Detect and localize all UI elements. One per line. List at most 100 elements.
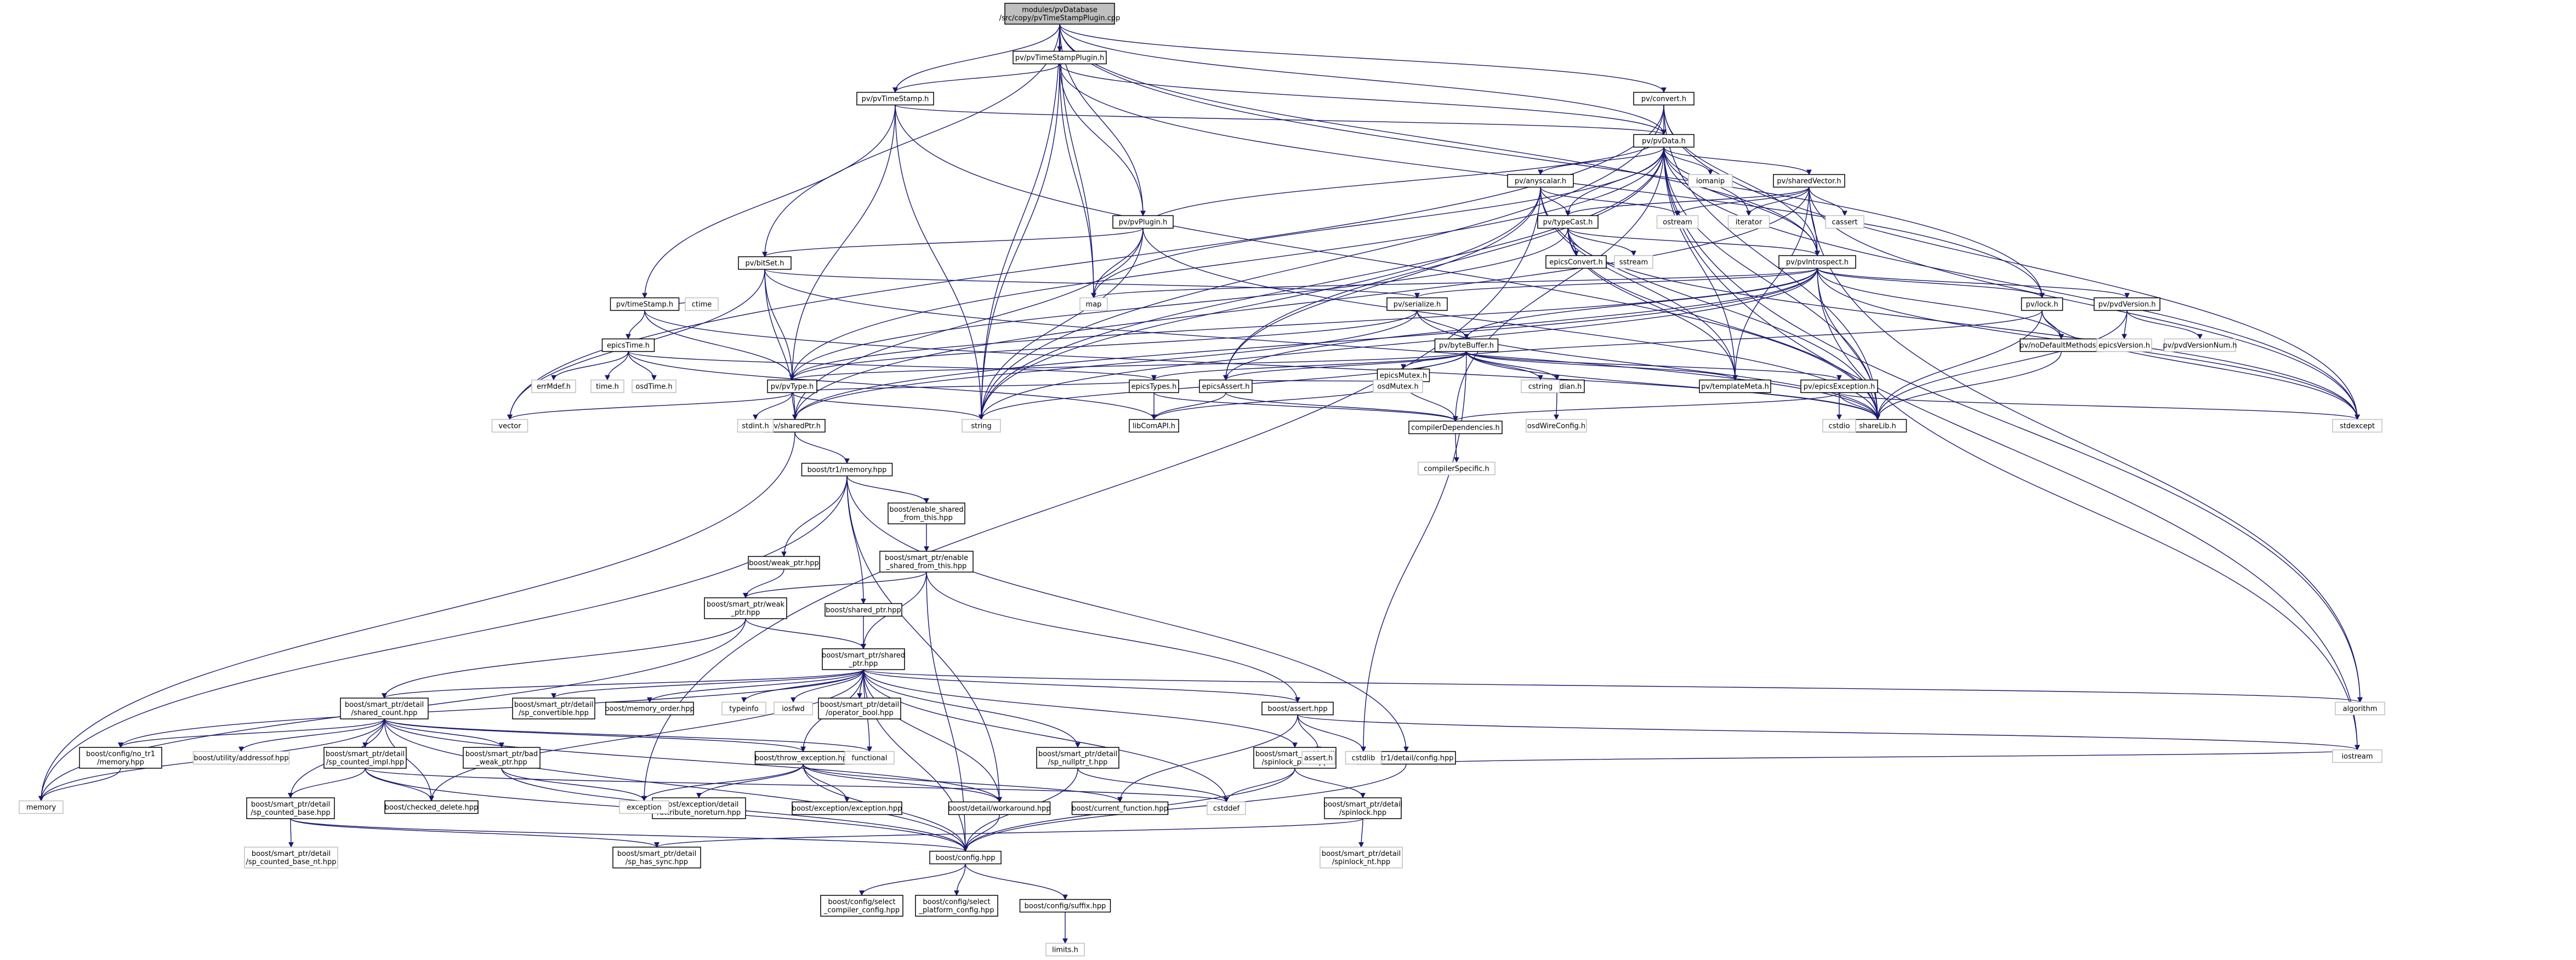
node-assert-hpp[interactable]: boost/assert.hpp bbox=[1261, 701, 1334, 716]
node-sys-typeinfo[interactable]: typeinfo bbox=[721, 701, 766, 716]
node-config-no-tr1-hpp[interactable]: boost/config/no_tr1/memory.hpp bbox=[79, 747, 162, 769]
node-sys-algorithm[interactable]: algorithm bbox=[2335, 701, 2385, 716]
node-shared-count-hpp[interactable]: boost/smart_ptr/detail/shared_count.hpp bbox=[340, 698, 429, 719]
node-tr1-memory-hpp[interactable]: boost/tr1/memory.hpp bbox=[801, 462, 893, 477]
node-sp-counted-base-hpp[interactable]: boost/smart_ptr/detail/sp_counted_base.h… bbox=[246, 797, 335, 819]
node-pvIntrospect-h[interactable]: pv/pvIntrospect.h bbox=[1778, 255, 1856, 269]
node-epicsTime-h[interactable]: epicsTime.h bbox=[601, 338, 655, 352]
node-sys-memory[interactable]: memory bbox=[19, 800, 64, 814]
node-pvanyscalar-h[interactable]: pv/anyscalar.h bbox=[1507, 174, 1574, 188]
node-label: modules/pvDatabase bbox=[1022, 6, 1097, 14]
edge-shared_count_hpp-to-config_hpp bbox=[384, 718, 968, 852]
node-sys-functional[interactable]: functional bbox=[844, 751, 895, 765]
node-epicsConvert-h[interactable]: epicsConvert.h bbox=[1545, 255, 1607, 269]
node-sys-utility-addressof[interactable]: boost/utility/addressof.hpp bbox=[192, 751, 290, 765]
node-compilerSpecific-h[interactable]: compilerSpecific.h bbox=[1418, 461, 1495, 476]
edge-pvanyscalar_h-to-sys_exception bbox=[641, 187, 1541, 802]
node-operator-bool-hpp[interactable]: boost/smart_ptr/detail/operator_bool.hpp bbox=[818, 698, 901, 719]
node-pvType-h[interactable]: pv/pvType.h bbox=[767, 379, 817, 393]
node-label: /operator_bool.hpp bbox=[826, 709, 893, 717]
node-sys-iomanip[interactable]: iomanip bbox=[1688, 174, 1733, 188]
node-sp-shared-ptr-hpp[interactable]: boost/smart_ptr/shared_ptr.hpp bbox=[822, 648, 905, 670]
node-templateMeta-h[interactable]: pv/templateMeta.h bbox=[1699, 379, 1771, 393]
node-memory-order-hpp[interactable]: boost/memory_order.hpp bbox=[605, 701, 695, 716]
node-sharedLib-h[interactable]: shareLib.h bbox=[1848, 419, 1907, 433]
node-bad-weak-ptr-hpp[interactable]: boost/smart_ptr/bad_weak_ptr.hpp bbox=[463, 747, 541, 769]
node-weak-ptr-hpp[interactable]: boost/weak_ptr.hpp bbox=[748, 556, 820, 570]
node-epicsTypes-h[interactable]: epicsTypes.h bbox=[1129, 379, 1179, 393]
node-sharedPtr-h[interactable]: pv/sharedPtr.h bbox=[764, 419, 826, 433]
node-sys-iterator[interactable]: iterator bbox=[1727, 215, 1770, 229]
node-checked-delete-hpp[interactable]: boost/checked_delete.hpp bbox=[384, 800, 479, 814]
node-stdint-h[interactable]: stdint.h bbox=[737, 419, 774, 433]
node-byteBuffer-h[interactable]: pv/byteBuffer.h bbox=[1434, 338, 1499, 352]
node-serialize-h[interactable]: pv/serialize.h bbox=[1386, 297, 1448, 311]
node-enable-shared-from-this-hpp[interactable]: boost/enable_shared_from_this.hpp bbox=[888, 502, 965, 524]
node-sp-enable-shared-hpp[interactable]: boost/smart_ptr/enable_shared_from_this.… bbox=[879, 551, 974, 573]
node-compilerDependencies-h[interactable]: compilerDependencies.h bbox=[1408, 420, 1503, 435]
node-select-compiler-config-hpp[interactable]: boost/config/select_compiler_config.hpp bbox=[820, 895, 903, 917]
node-config-hpp[interactable]: boost/config.hpp bbox=[929, 850, 1002, 865]
node-epicsMutex-h[interactable]: epicsMutex.h bbox=[1377, 368, 1430, 382]
node-sp-convertible-hpp[interactable]: boost/smart_ptr/detail/sp_convertible.hp… bbox=[512, 698, 595, 719]
node-workaround-hpp[interactable]: boost/detail/workaround.hpp bbox=[948, 801, 1051, 815]
node-sp-has-sync-hpp[interactable]: boost/smart_ptr/detail/sp_has_sync.hpp bbox=[612, 847, 701, 868]
node-noDefaultMethods-h[interactable]: pv/noDefaultMethods.h bbox=[2020, 338, 2103, 352]
node-sys-string[interactable]: string bbox=[962, 419, 1001, 433]
node-libComAPI-h[interactable]: libComAPI.h bbox=[1129, 419, 1179, 433]
node-sys-limits-h[interactable]: limits.h bbox=[1045, 942, 1085, 957]
node-throw-exception-hpp[interactable]: boost/throw_exception.hpp bbox=[754, 751, 852, 765]
node-sp-counted-base-nt-hpp[interactable]: boost/smart_ptr/detail/sp_counted_base_n… bbox=[244, 847, 338, 868]
node-pvData-h[interactable]: pv/pvData.h bbox=[1633, 134, 1694, 148]
node-pvdVersion-h[interactable]: pv/pvdVersion.h bbox=[2094, 297, 2160, 311]
node-pvTimeStampPlugin-h[interactable]: pv/pvTimeStampPlugin.h bbox=[1013, 50, 1107, 65]
node-pvPlugin-h[interactable]: pv/pvPlugin.h bbox=[1112, 215, 1174, 229]
node-sp-nullptr-t-hpp[interactable]: boost/smart_ptr/detail/sp_nullptr_t.hpp bbox=[1036, 747, 1119, 769]
node-sys-vector[interactable]: vector bbox=[491, 419, 528, 433]
node-osdMutex-h[interactable]: osdMutex.h bbox=[1373, 379, 1423, 393]
node-spinlock-hpp[interactable]: boost/smart_ptr/detail/spinlock.hpp bbox=[1323, 797, 1402, 819]
node-sys-exception[interactable]: exception bbox=[619, 800, 669, 814]
node-errMdef-h[interactable]: errMdef.h bbox=[531, 379, 576, 393]
edge-timeStamp_h-to-pvType_h bbox=[644, 310, 795, 381]
node-shared-ptr-hpp[interactable]: boost/shared_ptr.hpp bbox=[824, 603, 902, 617]
node-epicsVersion-h[interactable]: epicsVersion.h bbox=[2096, 338, 2152, 352]
node-sys-cstdlib[interactable]: cstdlib bbox=[1345, 751, 1382, 765]
node-current-function-hpp[interactable]: boost/current_function.hpp bbox=[1071, 801, 1169, 815]
node-sys-iosfwd[interactable]: iosfwd bbox=[774, 701, 813, 716]
node-sp-weak-ptr-hpp[interactable]: boost/smart_ptr/weak_ptr.hpp bbox=[704, 597, 787, 619]
node-assert-h[interactable]: assert.h bbox=[1301, 751, 1335, 765]
node-sys-ctime[interactable]: ctime bbox=[685, 297, 719, 311]
node-sp-counted-impl-hpp[interactable]: boost/smart_ptr/detail/sp_counted_impl.h… bbox=[323, 747, 407, 769]
node-sharedVector-h[interactable]: pv/sharedVector.h bbox=[1773, 174, 1845, 188]
node-typeCast-h[interactable]: pv/typeCast.h bbox=[1537, 215, 1599, 229]
node-pvTimeStamp-h[interactable]: pv/pvTimeStamp.h bbox=[856, 92, 934, 106]
node-bitSet-h[interactable]: pv/bitSet.h bbox=[738, 256, 792, 270]
node-timeStamp-h[interactable]: pv/timeStamp.h bbox=[610, 297, 680, 311]
node-root[interactable]: modules/pvDatabase/src/copy/pvTimeStampP… bbox=[999, 3, 1121, 25]
node-spinlock-nt-hpp[interactable]: boost/smart_ptr/detail/spinlock_nt.hpp bbox=[1320, 847, 1403, 868]
node-select-platform-config-hpp[interactable]: boost/config/select_platform_config.hpp bbox=[915, 895, 998, 917]
node-attribute-noreturn-hpp[interactable]: boost/exception/detail/attribute_noretur… bbox=[652, 797, 746, 819]
edge-pvTimeStamp_h-to-pvData_h bbox=[895, 104, 1667, 135]
node-sys-map[interactable]: map bbox=[1079, 297, 1108, 311]
node-convert-h[interactable]: pv/convert.h bbox=[1633, 92, 1694, 106]
node-lock-h[interactable]: pv/lock.h bbox=[2021, 297, 2063, 311]
node-sys-cstddef[interactable]: cstddef bbox=[1207, 801, 1246, 815]
node-label: epicsAssert.h bbox=[1202, 383, 1249, 391]
node-sys-cassert[interactable]: cassert bbox=[1825, 215, 1864, 229]
node-sys-iostream[interactable]: iostream bbox=[2332, 749, 2382, 763]
node-pvdVersionNum-h[interactable]: pv/pvdVersionNum.h bbox=[2163, 338, 2237, 352]
node-sys-stdexcept[interactable]: stdexcept bbox=[2332, 419, 2382, 433]
node-epicsAssert-h[interactable]: epicsAssert.h bbox=[1199, 379, 1253, 393]
node-osdTime-h[interactable]: osdTime.h bbox=[632, 379, 676, 393]
node-sys-cstdio[interactable]: cstdio bbox=[1822, 419, 1856, 433]
node-sys-sstream[interactable]: sstream bbox=[1614, 255, 1653, 269]
node-sys-cstring[interactable]: cstring bbox=[1521, 379, 1560, 393]
node-sys-ostream[interactable]: ostream bbox=[1656, 215, 1699, 229]
node-suffix-hpp[interactable]: boost/config/suffix.hpp bbox=[1019, 899, 1111, 913]
node-time-h[interactable]: time.h bbox=[590, 379, 624, 393]
node-exception-exception-hpp[interactable]: boost/exception/exception.hpp bbox=[792, 801, 902, 815]
node-osdWireConfig-h[interactable]: osdWireConfig.h bbox=[1526, 419, 1587, 433]
node-epicsException-h[interactable]: pv/epicsException.h bbox=[1800, 379, 1878, 393]
